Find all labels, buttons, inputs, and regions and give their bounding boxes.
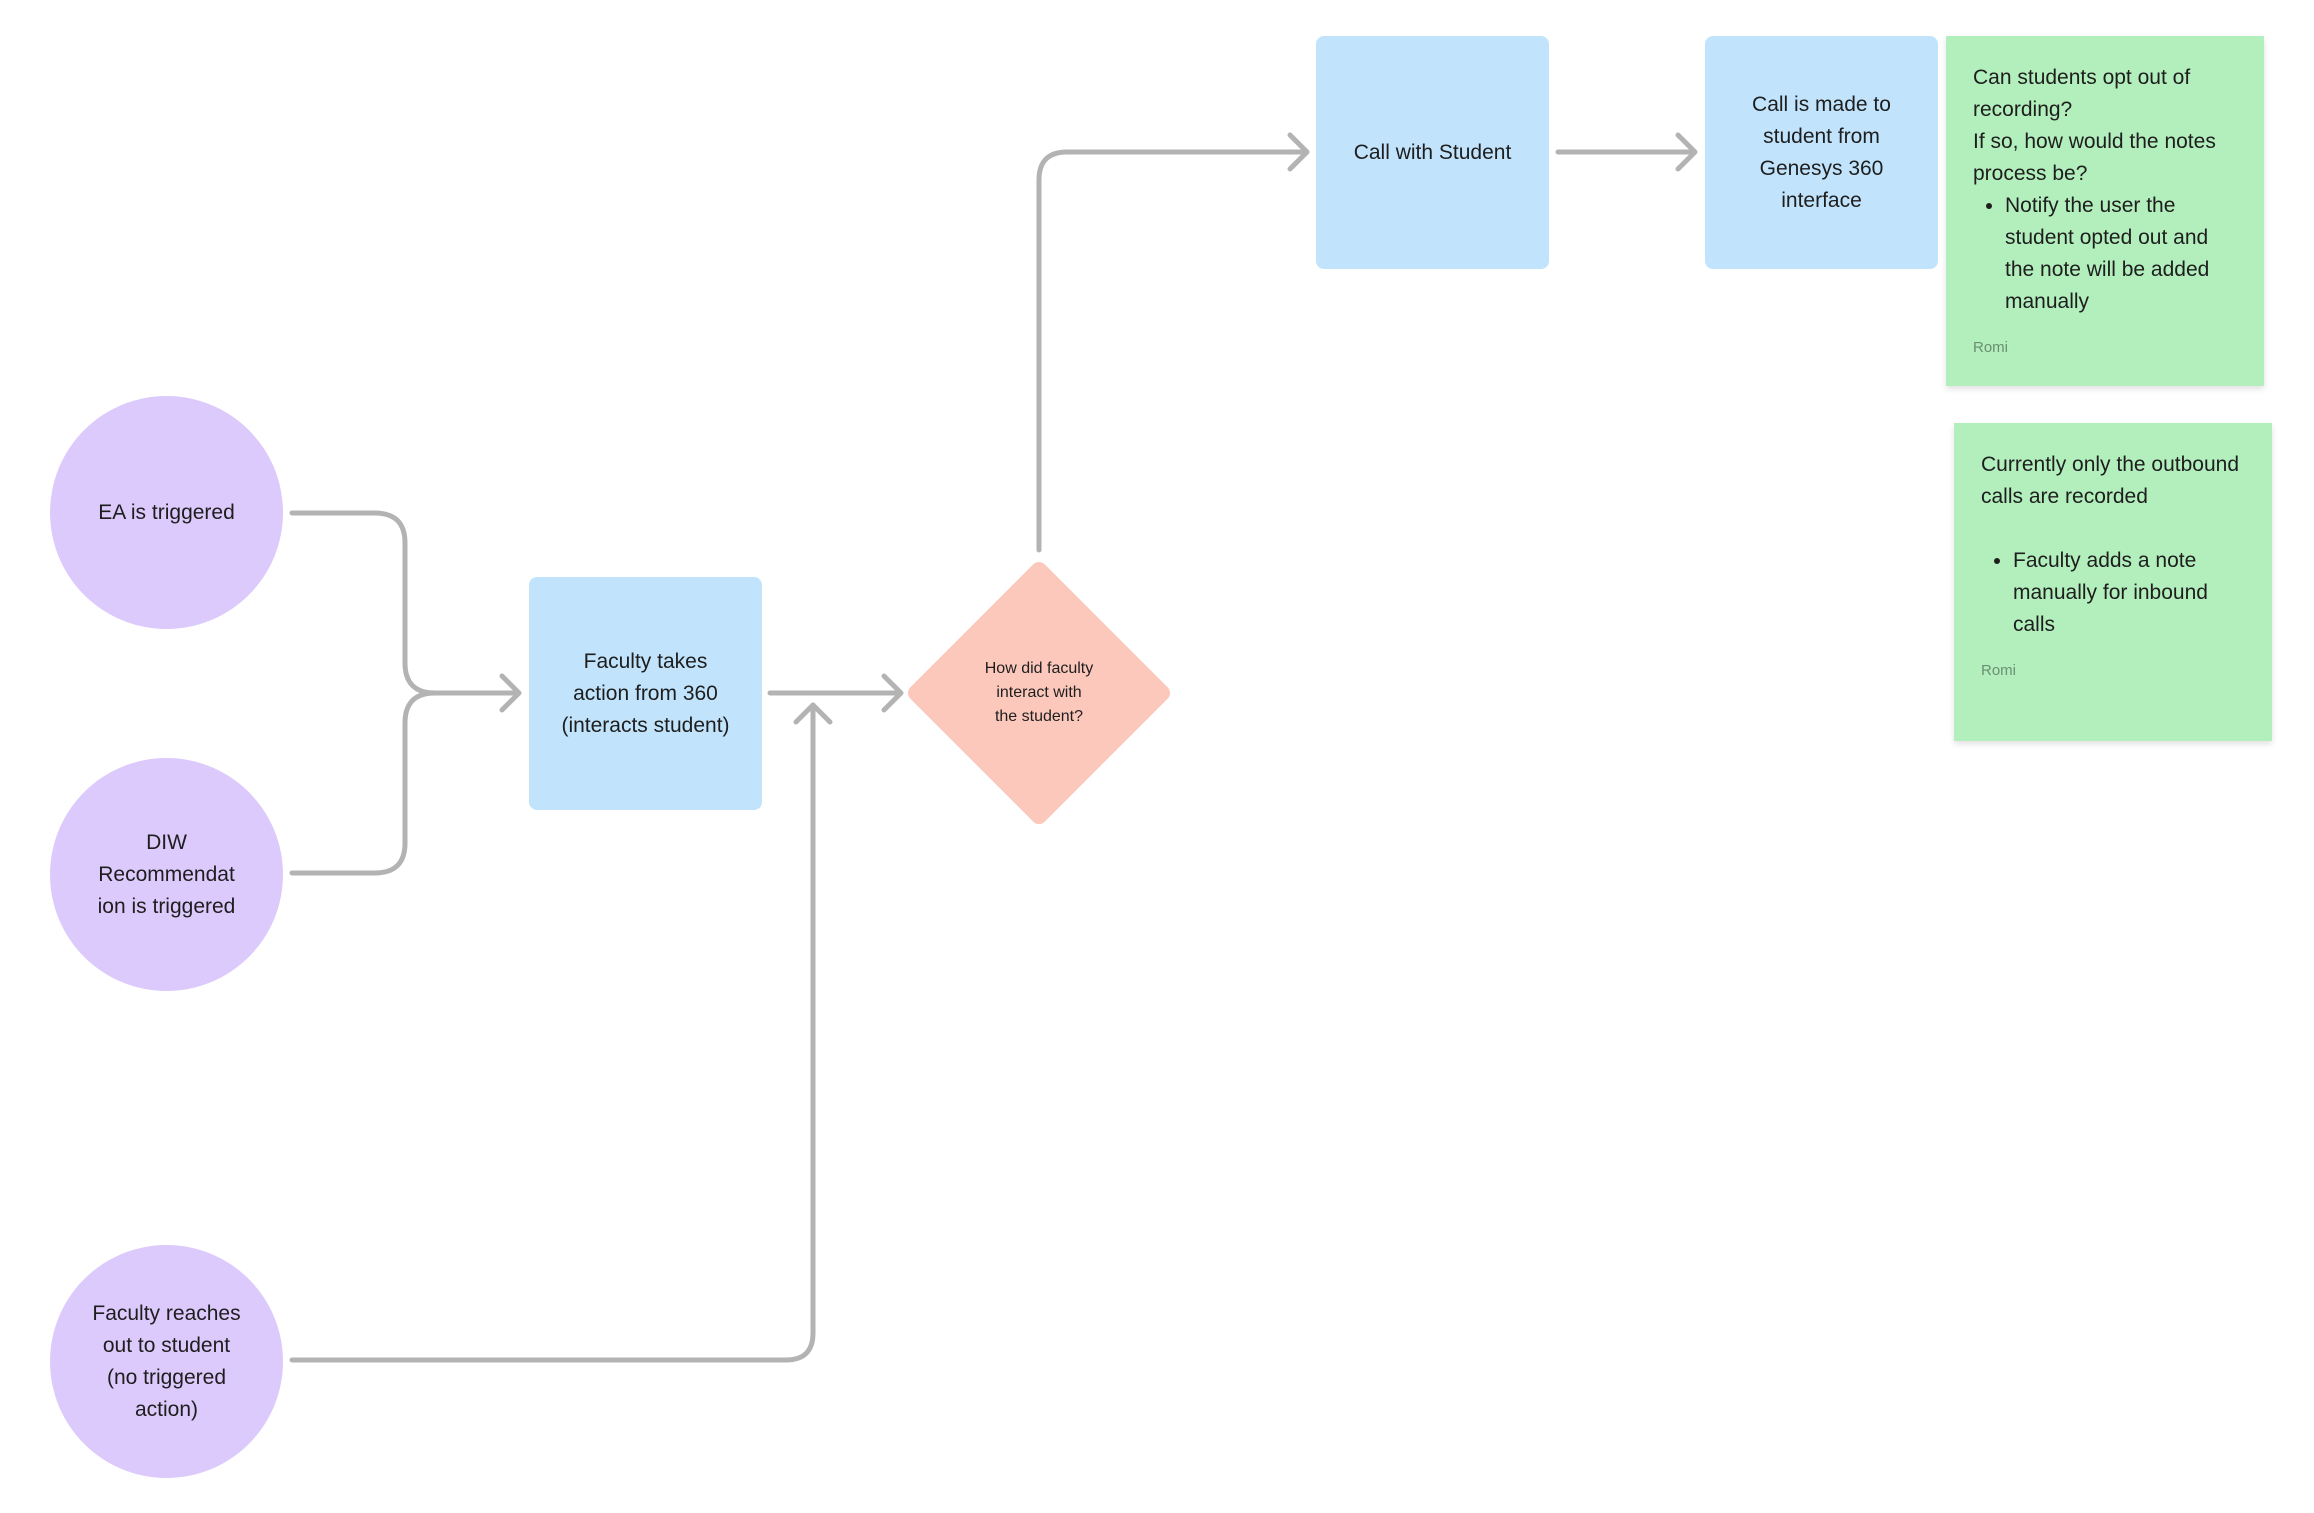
node-faculty-takes-action[interactable]: Faculty takes action from 360 (interacts… — [529, 577, 762, 810]
node-call-with-student-label: Call with Student — [1353, 140, 1512, 164]
sticky-outbound-bullet: Faculty adds a note manually for inbound… — [2013, 545, 2246, 641]
node-diw-triggered[interactable]: DIW Recommendat ion is triggered — [50, 758, 283, 991]
sticky-opt-out-author: Romi — [1973, 339, 2009, 356]
connector-decision-to-call[interactable] — [1036, 149, 1309, 553]
connector-diw-to-faculty-action[interactable] — [289, 690, 438, 876]
sticky-outbound-bullets: Faculty adds a note manually for inbound… — [1981, 545, 2246, 641]
arrowhead-decision — [881, 673, 904, 713]
node-faculty-reaches[interactable]: Faculty reaches out to student (no trigg… — [50, 1245, 283, 1478]
sticky-note-outbound[interactable]: Currently only the outbound calls are re… — [1954, 423, 2272, 741]
arrowhead-call-with-student — [1287, 132, 1310, 172]
node-ea-triggered-label: EA is triggered — [98, 500, 235, 524]
sticky-outbound-spacer — [1981, 513, 2246, 545]
node-diw-triggered-label: DIW Recommendat ion is triggered — [97, 830, 236, 918]
arrowhead-call-made — [1675, 132, 1698, 172]
node-call-made[interactable]: Call is made to student from Genesys 360… — [1705, 36, 1938, 269]
sticky-opt-out-question: Can students opt out of recording? — [1973, 66, 2191, 121]
node-faculty-takes-action-label: Faculty takes action from 360 (interacts… — [561, 649, 730, 737]
sticky-outbound-author: Romi — [1981, 662, 2017, 679]
connector-ea-to-faculty-action[interactable] — [289, 510, 518, 696]
sticky-opt-out-bullet: Notify the user the student opted out an… — [2005, 190, 2238, 318]
node-call-with-student[interactable]: Call with Student — [1316, 36, 1549, 269]
connector-faculty-reaches-to-decision[interactable] — [289, 702, 816, 1363]
node-faculty-reaches-label: Faculty reaches out to student (no trigg… — [92, 1301, 241, 1421]
sticky-outbound-text: Currently only the outbound calls are re… — [1981, 453, 2239, 508]
arrowhead-faculty-action — [499, 673, 522, 713]
sticky-opt-out-bullets: Notify the user the student opted out an… — [1973, 190, 2238, 318]
node-ea-triggered[interactable]: EA is triggered — [50, 396, 283, 629]
sticky-opt-out-followup: If so, how would the notes process be? — [1973, 130, 2216, 185]
arrowhead-faculty-reaches — [793, 702, 833, 725]
node-call-made-label: Call is made to student from Genesys 360… — [1752, 92, 1891, 212]
sticky-note-opt-out[interactable]: Can students opt out of recording? If so… — [1946, 36, 2264, 386]
